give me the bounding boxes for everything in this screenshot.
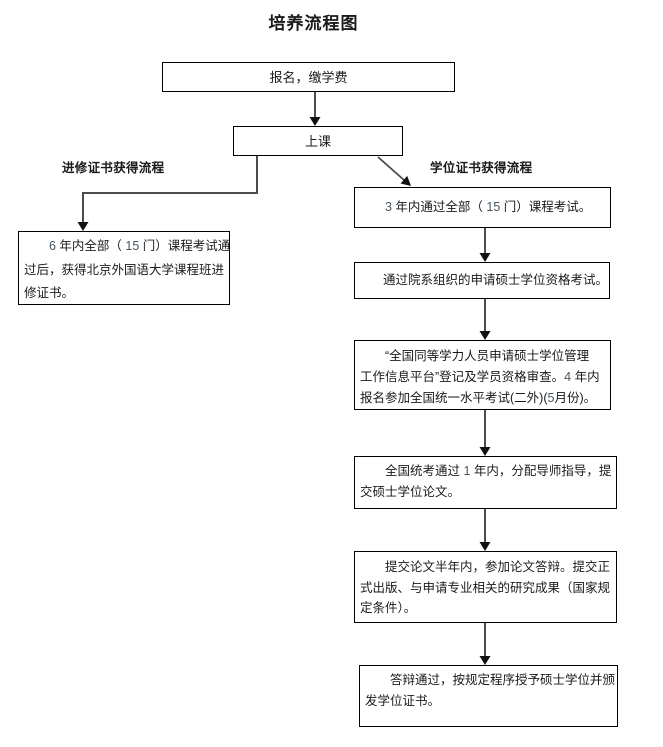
arrowhead-platform-thesis	[479, 447, 491, 456]
connector-attend-exam	[377, 156, 405, 181]
arrowhead-thesis-defense	[479, 542, 491, 551]
node-refresher-certificate: 6 年内全部（ 15 门）课程考试通 过后，获得北京外国语大学课程班进 修证书。	[18, 231, 230, 305]
text-line: 修证书。	[24, 286, 75, 300]
node-label: 通过院系组织的申请硕士学位资格考试。	[383, 273, 609, 287]
text-line: 定条件）。	[360, 601, 417, 615]
text-line: 报名参加全国统一水平考试(二外)(5月份)。	[360, 391, 597, 405]
text-line: 交硕士学位论文。	[360, 485, 461, 499]
text-line: 提交论文半年内，参加论文答辩。提交正	[385, 560, 611, 574]
text-line: 过后，获得北京外国语大学课程班进	[24, 262, 225, 277]
text-line: 式出版、与申请专业相关的研究成果（国家规	[360, 580, 611, 595]
node-thesis-defense: 提交论文半年内，参加论文答辩。提交正 式出版、与申请专业相关的研究成果（国家规 …	[354, 551, 617, 623]
page-title: 培养流程图	[268, 14, 359, 33]
arrowhead-enroll-attend	[309, 117, 321, 126]
node-platform-registration: “全国同等学力人员申请硕士学位管理 工作信息平台”登记及学员资格审查。4 年内 …	[354, 340, 611, 410]
node-label: 上课	[304, 133, 331, 149]
text-line: 全国统考通过 1 年内，分配导师指导，提	[385, 464, 612, 478]
node-attend-class: 上课	[233, 126, 403, 156]
arrowhead-qualify-platform	[479, 331, 491, 340]
text-line: 6 年内全部（ 15 门）课程考试通	[49, 239, 231, 253]
text-line: “全国同等学力人员申请硕士学位管理	[385, 349, 590, 363]
node-course-exams: 3 年内通过全部（ 15 门）课程考试。	[354, 187, 611, 228]
node-degree-award: 答辩通过，按规定程序授予硕士学位并颁 发学位证书。	[359, 665, 618, 727]
node-thesis-submission: 全国统考通过 1 年内，分配导师指导，提 交硕士学位论文。	[354, 456, 617, 509]
arrowhead-exam-qualify	[479, 253, 491, 262]
branch-heading-degree: 学位证书获得流程	[430, 161, 533, 175]
node-qualification-exam: 通过院系组织的申请硕士学位资格考试。	[354, 262, 610, 299]
arrowhead-attend-exam	[400, 175, 411, 186]
node-enroll-pay: 报名，缴学费	[162, 62, 455, 92]
branch-heading-certificate: 进修证书获得流程	[62, 161, 165, 175]
node-label: 3 年内通过全部（ 15 门）课程考试。	[385, 200, 592, 214]
text-line: 发学位证书。	[365, 694, 441, 708]
node-label: 报名，缴学费	[269, 69, 348, 85]
arrowhead-defense-degree	[479, 656, 491, 665]
text-line: 工作信息平台”登记及学员资格审查。4 年内	[360, 370, 600, 384]
text-line: 答辩通过，按规定程序授予硕士学位并颁	[390, 673, 616, 687]
arrowhead-attend-cert	[77, 222, 89, 231]
